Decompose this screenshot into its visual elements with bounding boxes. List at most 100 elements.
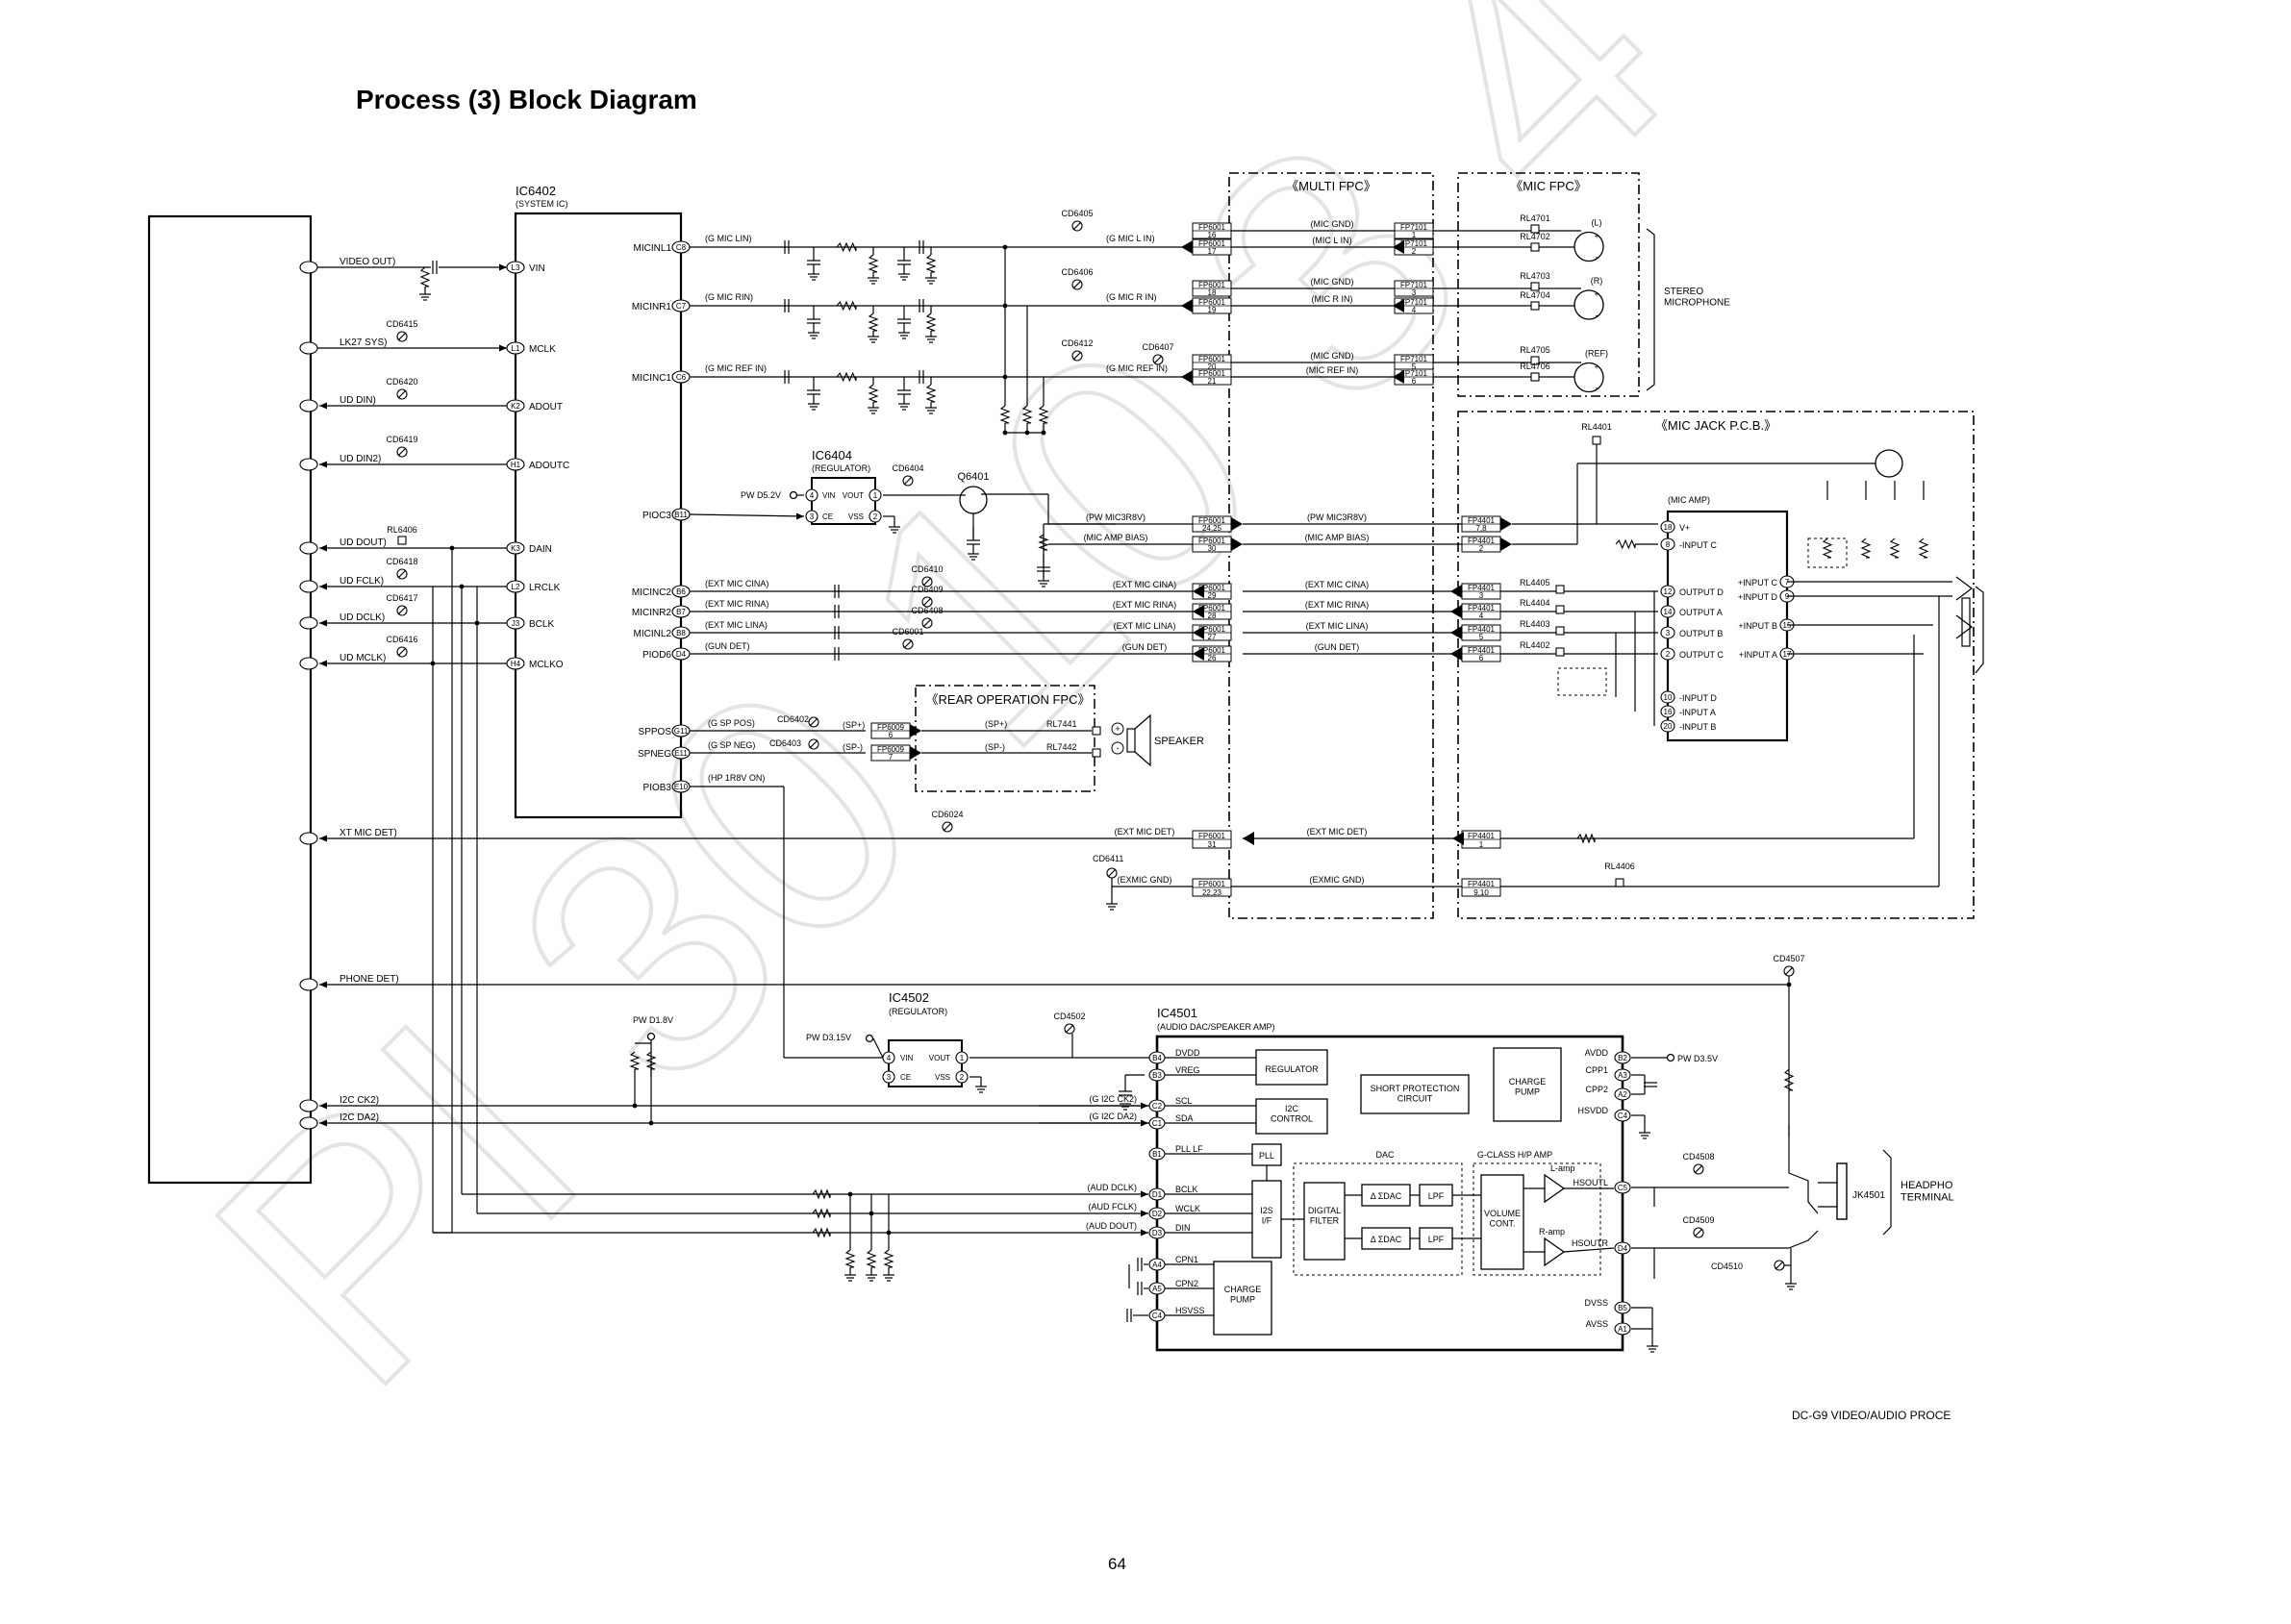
left-terminal xyxy=(299,1099,318,1112)
left-terminal xyxy=(299,657,318,670)
resistor-icon xyxy=(1576,833,1596,844)
resistor-icon xyxy=(999,405,1011,424)
connector-circle xyxy=(646,1032,656,1041)
junction-dot xyxy=(869,1211,874,1216)
test-land-icon xyxy=(397,536,407,545)
connector-arrow-left-icon xyxy=(1193,626,1204,639)
mic-amp-pin-8-id: 8 xyxy=(1666,540,1671,549)
left-signal-label: UD FCLK) xyxy=(340,576,384,587)
charge-pump-block-2 xyxy=(1213,1261,1272,1336)
rl4401-label: RL4401 xyxy=(1581,422,1612,432)
ic6404-vin: VIN xyxy=(822,491,836,500)
digital-filter-block xyxy=(1303,1182,1346,1261)
test-land-icon xyxy=(1530,301,1540,311)
mic-amp-pin-14 xyxy=(1660,605,1675,618)
cd4510-label: CD4510 xyxy=(1711,1262,1743,1271)
jack-spring xyxy=(1788,1172,1819,1214)
mic-amp-pin-label: OUTPUT B xyxy=(1679,629,1723,638)
left-signal-label: UD MCLK) xyxy=(340,653,386,663)
fpc-connector-pin: 9,10 xyxy=(1473,888,1489,897)
ic6402-right-label: MICINL2 xyxy=(634,629,672,639)
resistor-icon xyxy=(868,384,879,403)
ic6402-pin-L2-id: L2 xyxy=(512,583,520,591)
ic4501-pin-label-r: CPP2 xyxy=(1585,1085,1608,1094)
fpc-connector-pin: 17 xyxy=(1208,247,1217,256)
lpf-label: LPF xyxy=(1428,1191,1445,1201)
test-point-slash xyxy=(1107,868,1117,878)
sp-minus-label: (SP-) xyxy=(843,742,863,752)
test-point-label: CD6418 xyxy=(386,557,417,566)
ic4501-pin-D4-r-id: D4 xyxy=(1618,1244,1628,1253)
speaker-plus-terminal xyxy=(1111,722,1124,736)
junction-dot xyxy=(632,1103,638,1109)
mic-polarity: + xyxy=(1594,289,1599,299)
fpc-connector-pin: 21 xyxy=(1208,377,1217,386)
left-signal-label: VIDEO OUT) xyxy=(340,257,395,267)
resistor-icon xyxy=(836,300,857,312)
resistor-icon xyxy=(883,1249,894,1268)
ic4501-pin-B5-r xyxy=(1614,1301,1631,1314)
rl-label: RL4402 xyxy=(1520,640,1550,650)
fpc-connector-pin: 28 xyxy=(1208,612,1217,620)
fpc-connector-pin: 5 xyxy=(1479,633,1484,641)
rl7442-label: RL7442 xyxy=(1046,742,1077,752)
rl-label: RL4403 xyxy=(1520,619,1550,629)
arrow-right-icon xyxy=(796,512,804,520)
ext-mid-label: (EXT MIC CINA) xyxy=(1113,580,1176,589)
fpc-connector-name: FP6001 xyxy=(1198,281,1226,289)
test-point-label: CD4507 xyxy=(1773,954,1804,963)
test-land-icon xyxy=(1092,726,1101,736)
ic4502-name: IC4502 xyxy=(889,990,929,1005)
mic-polarity: - xyxy=(1596,384,1599,393)
connector-arrow-left-icon xyxy=(1181,299,1193,312)
connector-arrow-left-icon xyxy=(1193,585,1204,598)
connector-arrow-right-icon xyxy=(1231,517,1243,531)
test-point-label: CD6417 xyxy=(386,593,417,603)
mic-channel-label: (L) xyxy=(1592,218,1602,228)
resistor-icon xyxy=(1918,537,1929,559)
ic6404-ce: CE xyxy=(822,512,833,521)
test-land-icon xyxy=(1555,605,1565,614)
ic4502-vss: VSS xyxy=(935,1073,950,1082)
ic4501-pin-D3-id: D3 xyxy=(1152,1229,1163,1237)
ic4501-signal-label: (AUD DOUT) xyxy=(1086,1221,1137,1231)
ic6402-pin-C6-id: C6 xyxy=(676,373,687,382)
ic4501-pin-label-r: DVSS xyxy=(1584,1298,1608,1308)
jk4501-label: JK4501 xyxy=(1852,1190,1885,1201)
resistor-icon xyxy=(925,254,937,273)
ic4501-subtitle: (AUDIO DAC/SPEAKER AMP) xyxy=(1157,1022,1275,1032)
mic-amp-pin-18 xyxy=(1660,520,1675,534)
sp-plus-label: (SP+) xyxy=(985,719,1007,729)
mic-amp-pin-label: +INPUT B xyxy=(1738,621,1777,631)
ic4501-pin-label: CPN1 xyxy=(1175,1255,1198,1264)
test-point-label: CD4509 xyxy=(1682,1215,1714,1225)
ic4501-pin-label-r: HSOUTR xyxy=(1572,1238,1609,1248)
mic-amp-pin-label: V+ xyxy=(1679,523,1690,533)
pll-label: PLL xyxy=(1259,1151,1274,1161)
mic-polarity: - xyxy=(1596,311,1599,320)
resistor-array xyxy=(1557,667,1607,696)
ic4501-pin-C4-r xyxy=(1614,1109,1631,1122)
ic4502-pin-1 xyxy=(955,1051,969,1064)
test-point-slash xyxy=(903,639,913,649)
mic-signal-label: (G MIC RIN) xyxy=(705,292,753,302)
l-amp-label: L-amp xyxy=(1550,1163,1575,1173)
speaker-plus: + xyxy=(1115,724,1120,734)
fpc-connector-name: FP6001 xyxy=(1198,646,1226,655)
test-point-label: CD6419 xyxy=(386,435,417,444)
arrow-right-icon xyxy=(1141,1119,1148,1127)
rl-label: RL4404 xyxy=(1520,598,1550,608)
ic4501-pin-A2-r xyxy=(1614,1087,1631,1101)
fpc-connector-name: FP6001 xyxy=(1198,223,1226,232)
ext-det-label: (EXT MIC DET) xyxy=(1307,827,1368,837)
ic6402-pin-J3-id: J3 xyxy=(512,619,520,628)
test-land-icon xyxy=(1530,224,1540,234)
lpf-label: LPF xyxy=(1428,1235,1445,1244)
mic-gsig-label: (G MIC R IN) xyxy=(1106,292,1157,302)
hp-on-label: (HP 1R8V ON) xyxy=(708,773,765,783)
ic4501-pin-label: DIN xyxy=(1175,1223,1191,1233)
gclass-hp-amp-frame xyxy=(1473,1162,1601,1276)
test-point-label: CD6024 xyxy=(931,810,963,819)
mic-amp-pin-14-id: 14 xyxy=(1664,608,1673,616)
ic4501-pin-label-r: HSVDD xyxy=(1577,1106,1608,1115)
